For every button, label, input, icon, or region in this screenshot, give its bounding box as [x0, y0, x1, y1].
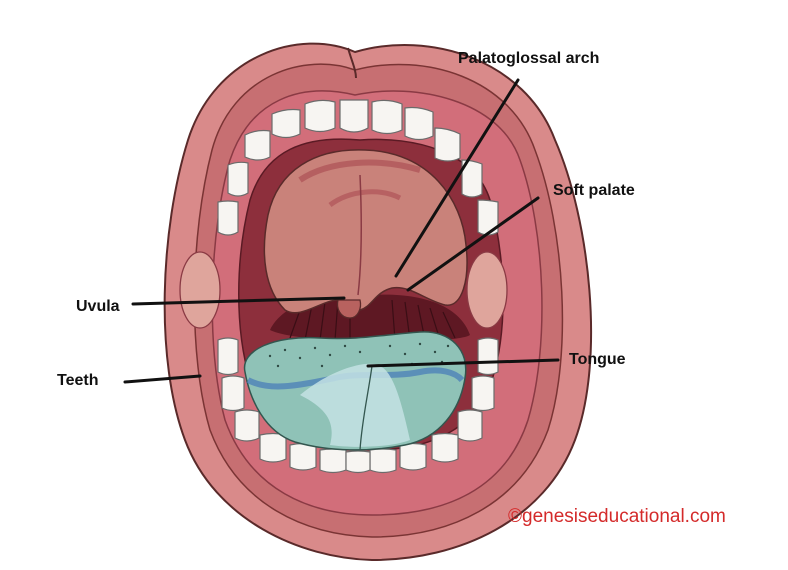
leader-uvula [131, 296, 346, 306]
lip-notch [347, 47, 357, 79]
palatine-raphe [357, 174, 363, 296]
label-tongue: Tongue [569, 351, 626, 368]
label-teeth: Teeth [57, 372, 99, 389]
tongue-highlight [300, 363, 410, 447]
tongue-papillae [268, 342, 450, 368]
leader-tongue [366, 358, 560, 368]
palate-ridge-2 [328, 189, 402, 208]
upper-teeth [217, 99, 499, 236]
throat [270, 294, 470, 342]
left-tonsil [179, 251, 221, 329]
leader-teeth [123, 374, 202, 384]
leader-lines [123, 78, 560, 384]
leader-soft-palate [406, 196, 540, 292]
tongue-groove [359, 365, 373, 451]
credit-text: ©genesiseducational.com [508, 506, 726, 527]
right-tonsil [466, 251, 508, 329]
label-palatoglossal-arch: Palatoglossal arch [458, 50, 600, 67]
leader-palatoglossal-arch [394, 78, 520, 278]
lower-teeth [217, 337, 499, 474]
uvula [336, 299, 362, 319]
label-uvula: Uvula [76, 298, 120, 315]
label-soft-palate: Soft palate [553, 182, 635, 199]
palate-ridge [298, 159, 421, 183]
